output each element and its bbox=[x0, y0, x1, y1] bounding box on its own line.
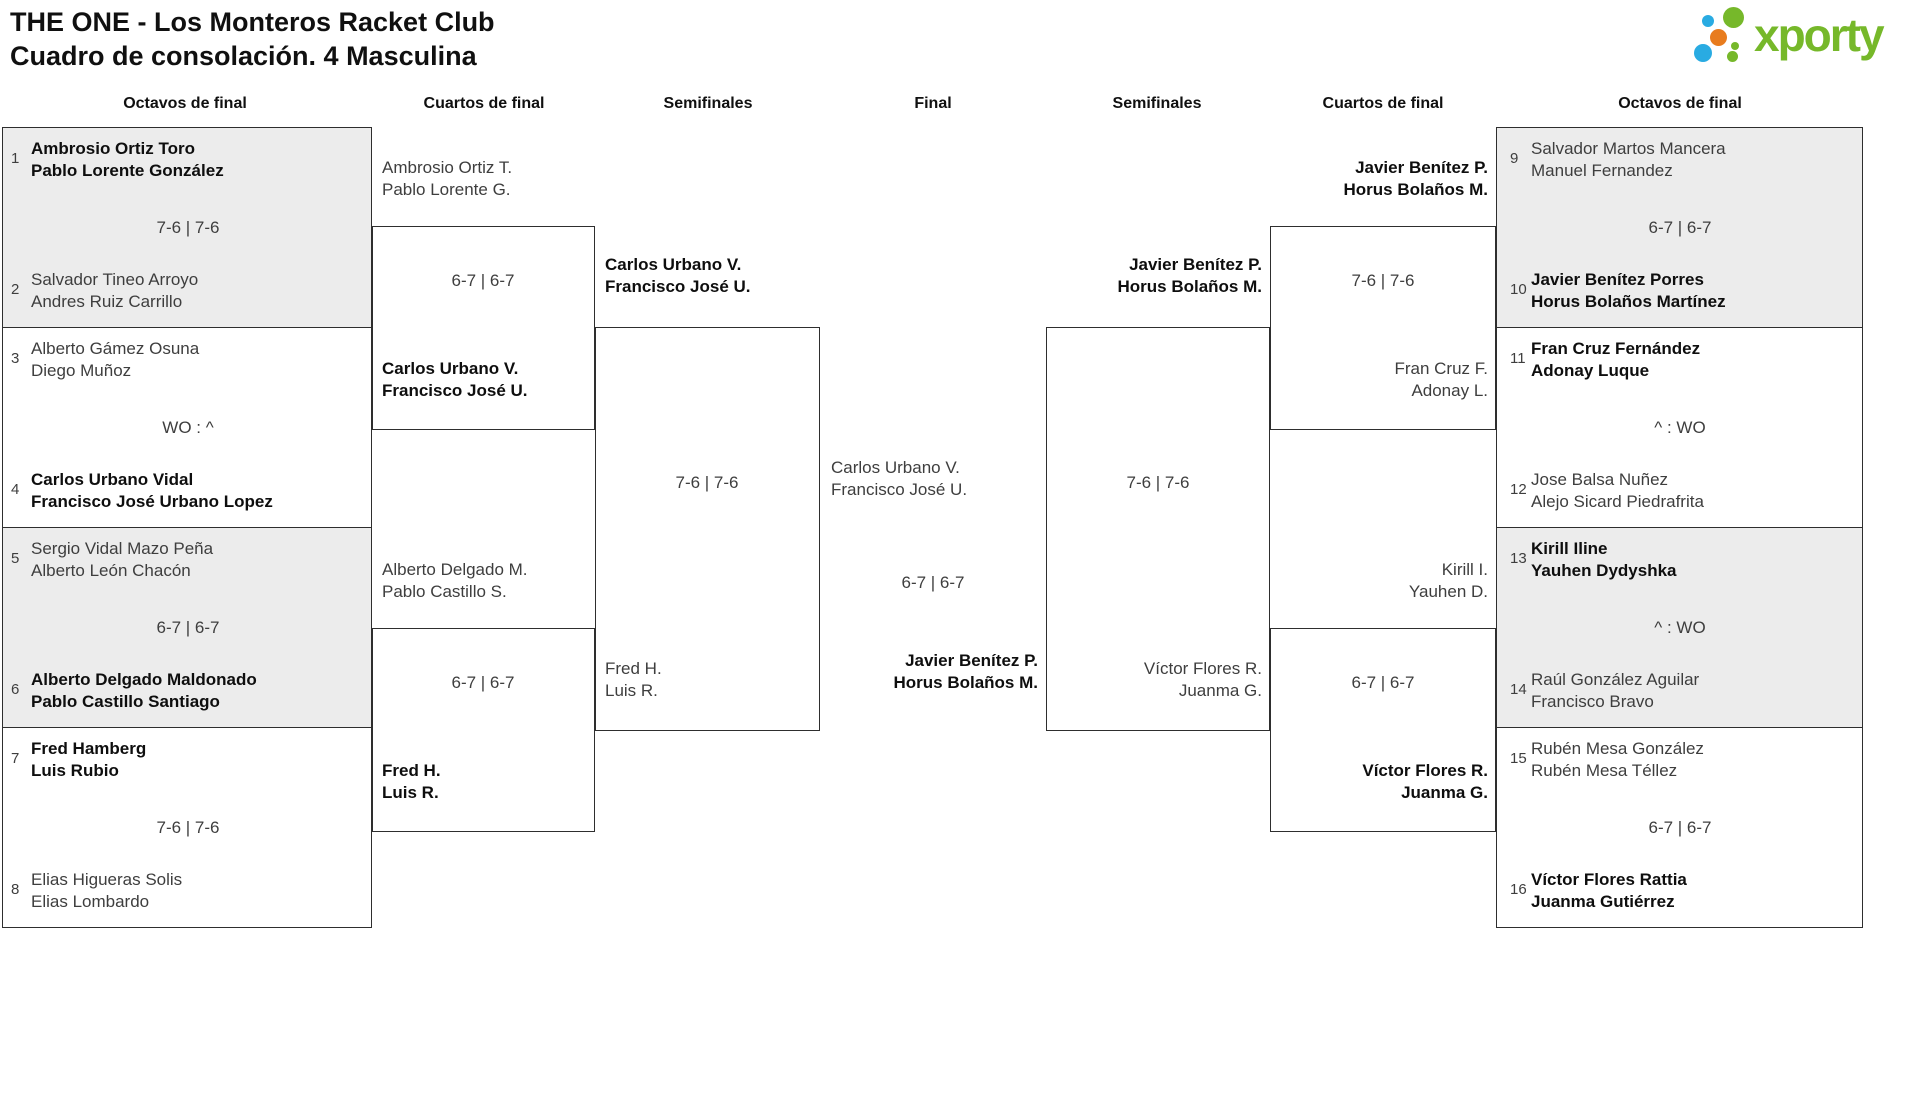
seed-number: 4 bbox=[11, 481, 20, 498]
sf-box-left bbox=[595, 327, 820, 731]
sf-box-right bbox=[1046, 327, 1270, 731]
logo-dot-green-large bbox=[1723, 7, 1744, 28]
team-entry: Kirill I.Yauhen D. bbox=[1408, 560, 1488, 601]
team-entry: Carlos Urbano V.Francisco José U. bbox=[382, 359, 528, 400]
seed-number: 8 bbox=[11, 881, 20, 898]
seed-number: 16 bbox=[1510, 881, 1527, 898]
logo-dot-green-tiny bbox=[1731, 42, 1739, 50]
team-entry: Fran Cruz F.Adonay L. bbox=[1394, 359, 1488, 400]
logo-wordmark: xporty bbox=[1754, 9, 1885, 61]
team-entry: Fred H.Luis R. bbox=[605, 659, 662, 700]
team-entry: Javier Benítez P.Horus Bolaños M. bbox=[1117, 255, 1262, 296]
match-score: 7-6 | 7-6 bbox=[1126, 473, 1190, 492]
match-score: 6-7 | 6-7 bbox=[451, 673, 515, 692]
team-entry: Víctor Flores R.Juanma G. bbox=[1362, 761, 1488, 802]
team-entry: Javier Benítez P.Horus Bolaños M. bbox=[893, 651, 1038, 692]
match-score: 7-6 | 7-6 bbox=[675, 473, 739, 492]
seed-number: 2 bbox=[11, 281, 20, 298]
team-entry: Víctor Flores R.Juanma G. bbox=[1143, 659, 1262, 700]
team-entry: Carlos Urbano V.Francisco José U. bbox=[605, 255, 751, 296]
qf-box-left-1 bbox=[372, 226, 595, 430]
round-header-cuartos-left: Cuartos de final bbox=[423, 95, 545, 112]
qf-box-right-1 bbox=[1270, 226, 1496, 430]
round-header-cuartos-right: Cuartos de final bbox=[1322, 95, 1444, 112]
match-score: WO : ^ bbox=[162, 418, 214, 437]
draw-name: Cuadro de consolación. 4 Masculina bbox=[10, 41, 477, 71]
qf-box-left-2 bbox=[372, 628, 595, 832]
match-score: 7-6 | 7-6 bbox=[1351, 271, 1415, 290]
seed-number: 9 bbox=[1510, 150, 1519, 167]
logo-dot-green-small bbox=[1727, 51, 1738, 62]
team-entry: Ambrosio Ortiz T.Pablo Lorente G. bbox=[382, 158, 513, 199]
match-score: 6-7 | 6-7 bbox=[901, 573, 965, 592]
seed-number: 15 bbox=[1510, 750, 1527, 767]
match-score: 7-6 | 7-6 bbox=[156, 818, 220, 837]
round-header-semis-left: Semifinales bbox=[663, 95, 753, 112]
match-score: 6-7 | 6-7 bbox=[1351, 673, 1415, 692]
page-title: THE ONE - Los Monteros Racket Club Cuadr… bbox=[10, 5, 495, 73]
xporty-logo[interactable]: xporty bbox=[1690, 2, 1915, 74]
seed-number: 11 bbox=[1510, 350, 1526, 367]
team-entry: Alberto Delgado M.Pablo Castillo S. bbox=[382, 560, 528, 601]
seed-number: 5 bbox=[11, 550, 20, 567]
round-header-octavos-left: Octavos de final bbox=[123, 95, 247, 112]
logo-dot-blue-medium bbox=[1694, 44, 1712, 62]
seed-number: 12 bbox=[1510, 481, 1527, 498]
seed-number: 14 bbox=[1510, 681, 1527, 698]
seed-number: 3 bbox=[11, 350, 20, 367]
match-score: 6-7 | 6-7 bbox=[1648, 818, 1712, 837]
match-score: 6-7 | 6-7 bbox=[1648, 218, 1712, 237]
logo-dot-blue-small bbox=[1702, 15, 1714, 27]
tournament-name: THE ONE - Los Monteros Racket Club bbox=[10, 7, 495, 37]
logo-dot-orange bbox=[1710, 29, 1727, 46]
round-header-final: Final bbox=[914, 95, 952, 112]
match-score: 6-7 | 6-7 bbox=[156, 618, 220, 637]
round-header-semis-right: Semifinales bbox=[1112, 95, 1202, 112]
seed-number: 1 bbox=[11, 150, 20, 167]
team-entry: Carlos Urbano V.Francisco José U. bbox=[831, 458, 968, 499]
seed-number: 7 bbox=[11, 750, 20, 767]
seed-number: 13 bbox=[1510, 550, 1527, 567]
seed-number: 10 bbox=[1510, 281, 1527, 298]
team-entry: Javier Benítez P.Horus Bolaños M. bbox=[1343, 158, 1488, 199]
match-score: 6-7 | 6-7 bbox=[451, 271, 515, 290]
match-score: 7-6 | 7-6 bbox=[156, 218, 220, 237]
team-entry: Fred H.Luis R. bbox=[382, 761, 441, 802]
match-score: ^ : WO bbox=[1654, 618, 1706, 637]
round-header-octavos-right: Octavos de final bbox=[1618, 95, 1742, 112]
qf-box-right-2 bbox=[1270, 628, 1496, 832]
match-score: ^ : WO bbox=[1654, 418, 1706, 437]
seed-number: 6 bbox=[11, 681, 20, 698]
